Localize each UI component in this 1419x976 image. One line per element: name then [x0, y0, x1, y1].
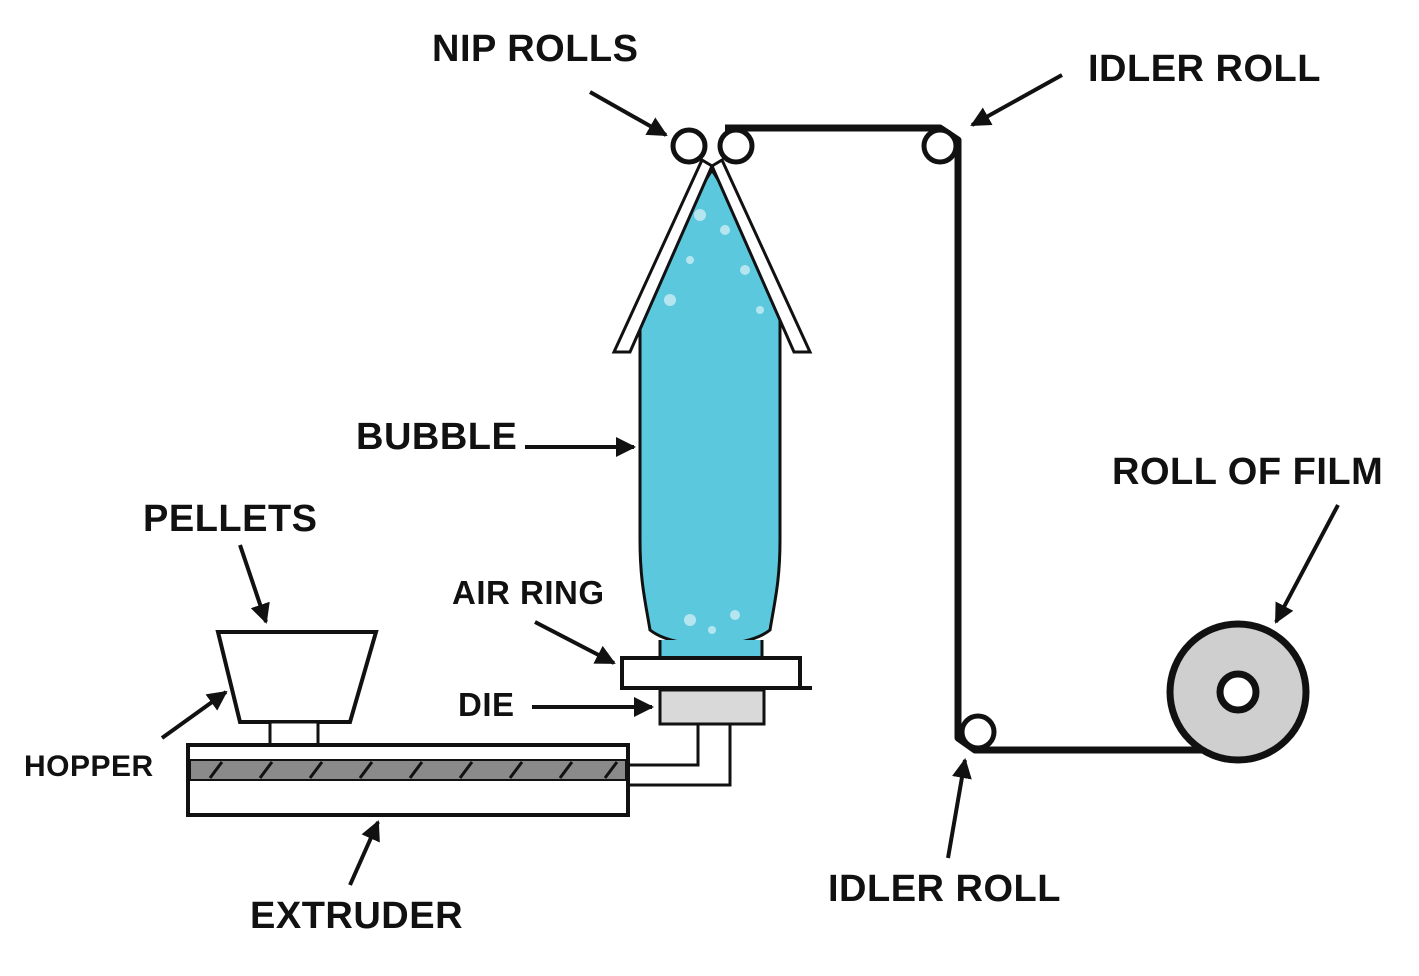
idler-roll-bottom	[959, 713, 997, 751]
die-feed-pipe-outer	[628, 724, 732, 787]
roll-of-film-arrow	[1274, 504, 1340, 624]
nip-roll-left	[670, 127, 708, 165]
film-roll-core	[1216, 670, 1260, 714]
nip-rolls-arrow	[589, 90, 668, 137]
pellets-arrow	[238, 544, 270, 624]
collapsing-frame-left	[611, 157, 714, 354]
bubble-speckle	[664, 209, 764, 634]
hopper-arrow	[160, 690, 228, 740]
idler-roll-top-arrow	[970, 73, 1063, 127]
hopper	[215, 630, 379, 724]
die-label: DIE	[458, 686, 515, 723]
air-ring-label: AIR RING	[452, 574, 605, 611]
hopper-label: HOPPER	[24, 750, 154, 783]
nip-rolls-label: NIP ROLLS	[432, 28, 639, 70]
extruder-label: EXTRUDER	[250, 895, 464, 937]
hopper-neck	[268, 720, 320, 748]
air-ring-arrow	[534, 620, 616, 665]
screw-flights	[208, 761, 619, 779]
bubble-neck	[658, 640, 764, 660]
idler-roll-top	[921, 127, 959, 165]
extruder-arrow	[348, 820, 380, 886]
idler-roll-bottom-arrow	[946, 758, 972, 859]
nip-roll-right	[717, 127, 755, 165]
die-feed-pipe-inner	[628, 724, 700, 767]
air-ring	[620, 656, 802, 690]
idler-roll-top-label: IDLER ROLL	[1088, 48, 1321, 90]
die	[658, 688, 766, 726]
collapsing-frame-right	[710, 157, 813, 354]
idler-roll-bottom-label: IDLER ROLL	[828, 868, 1061, 910]
roll-of-film-label: ROLL OF FILM	[1112, 451, 1384, 493]
film-web	[725, 124, 1215, 754]
extruder-screw	[189, 759, 627, 781]
bubble-label: BUBBLE	[356, 416, 518, 458]
pellets-label: PELLETS	[143, 498, 318, 540]
